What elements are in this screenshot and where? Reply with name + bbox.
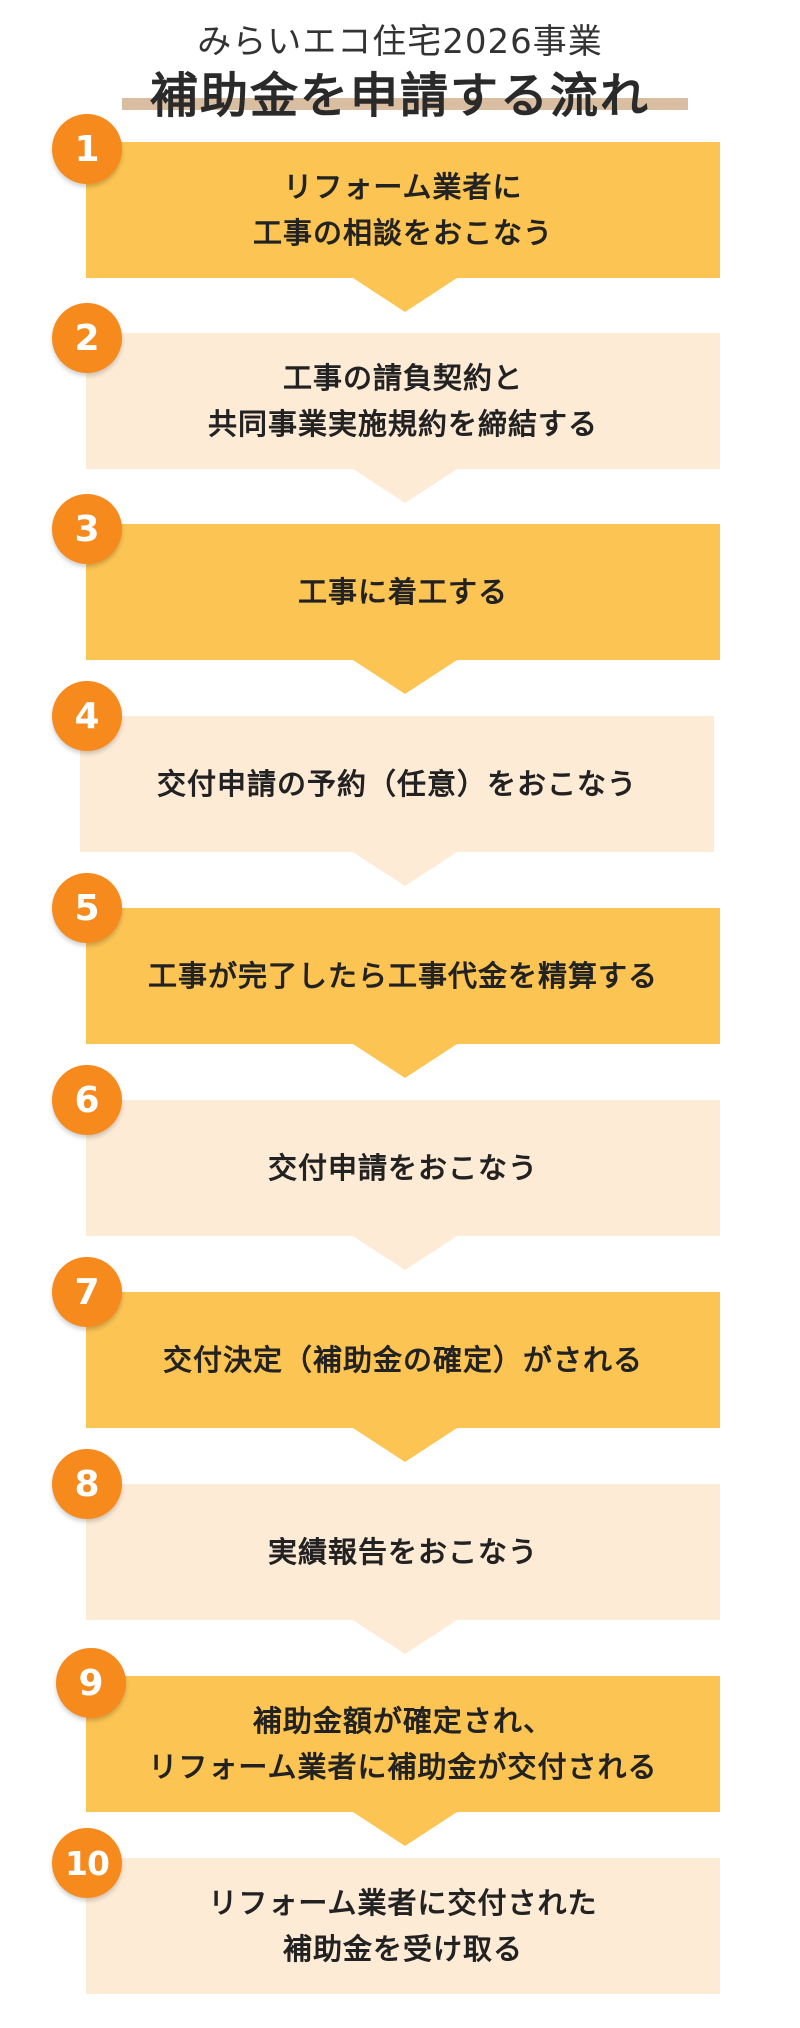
title-area: みらいエコ住宅2026事業 補助金を申請する流れ bbox=[0, 0, 800, 124]
page-subtitle: みらいエコ住宅2026事業 bbox=[197, 22, 603, 62]
down-arrow bbox=[353, 1428, 457, 1462]
step-text: 工事に着工する bbox=[297, 575, 508, 609]
down-arrow bbox=[353, 660, 457, 694]
step-text: 工事の請負契約と 共同事業実施規約を締結する bbox=[207, 361, 598, 441]
down-arrow bbox=[353, 1620, 457, 1654]
down-arrow bbox=[353, 1044, 457, 1078]
step-box: リフォーム業者に交付された 補助金を受け取る bbox=[86, 1858, 720, 1994]
step-number-badge: 6 bbox=[52, 1065, 122, 1135]
step-number-badge: 1 bbox=[52, 114, 122, 184]
step-box: 実績報告をおこなう bbox=[86, 1484, 720, 1620]
title-underline bbox=[122, 98, 688, 110]
step-8: 実績報告をおこなう 8 bbox=[0, 1449, 800, 1654]
step-box: 補助金額が確定され、 リフォーム業者に補助金が交付される bbox=[86, 1676, 720, 1812]
down-arrow bbox=[353, 278, 457, 312]
step-box: リフォーム業者に 工事の相談をおこなう bbox=[86, 142, 720, 278]
step-box: 交付決定（補助金の確定）がされる bbox=[86, 1292, 720, 1428]
step-text: 交付申請をおこなう bbox=[267, 1151, 538, 1185]
step-text: 交付申請の予約（任意）をおこなう bbox=[156, 767, 637, 801]
step-1: リフォーム業者に 工事の相談をおこなう 1 bbox=[0, 114, 800, 312]
step-number-badge: 10 bbox=[52, 1828, 122, 1898]
step-box: 交付申請をおこなう bbox=[86, 1100, 720, 1236]
step-3: 工事に着工する 3 bbox=[0, 494, 800, 694]
step-number-badge: 2 bbox=[52, 303, 122, 373]
down-arrow bbox=[353, 469, 457, 503]
step-box: 工事に着工する bbox=[86, 524, 720, 660]
step-text: リフォーム業者に 工事の相談をおこなう bbox=[252, 170, 553, 250]
step-number-badge: 4 bbox=[52, 681, 122, 751]
page-title: 補助金を申請する流れ bbox=[149, 68, 650, 124]
step-number-badge: 7 bbox=[52, 1257, 122, 1327]
step-4: 交付申請の予約（任意）をおこなう 4 bbox=[0, 681, 800, 886]
step-text: 補助金額が確定され、 リフォーム業者に補助金が交付される bbox=[148, 1704, 658, 1784]
step-6: 交付申請をおこなう 6 bbox=[0, 1065, 800, 1270]
step-box: 工事の請負契約と 共同事業実施規約を締結する bbox=[86, 333, 720, 469]
step-5: 工事が完了したら工事代金を精算する 5 bbox=[0, 873, 800, 1078]
step-2: 工事の請負契約と 共同事業実施規約を締結する 2 bbox=[0, 303, 800, 503]
step-number-badge: 3 bbox=[52, 494, 122, 564]
step-9: 補助金額が確定され、 リフォーム業者に補助金が交付される 9 bbox=[0, 1648, 800, 1846]
step-text: リフォーム業者に交付された 補助金を受け取る bbox=[208, 1886, 598, 1966]
down-arrow bbox=[353, 852, 457, 886]
step-box: 交付申請の予約（任意）をおこなう bbox=[80, 716, 714, 852]
step-number-badge: 9 bbox=[56, 1648, 126, 1718]
step-7: 交付決定（補助金の確定）がされる 7 bbox=[0, 1257, 800, 1462]
step-10: リフォーム業者に交付された 補助金を受け取る 10 bbox=[0, 1828, 800, 2028]
step-text: 交付決定（補助金の確定）がされる bbox=[162, 1343, 643, 1377]
step-text: 実績報告をおこなう bbox=[267, 1535, 538, 1569]
step-number-badge: 5 bbox=[52, 873, 122, 943]
down-arrow bbox=[353, 1236, 457, 1270]
step-number-badge: 8 bbox=[52, 1449, 122, 1519]
step-text: 工事が完了したら工事代金を精算する bbox=[147, 959, 658, 993]
step-box: 工事が完了したら工事代金を精算する bbox=[86, 908, 720, 1044]
down-arrow bbox=[353, 1812, 457, 1846]
